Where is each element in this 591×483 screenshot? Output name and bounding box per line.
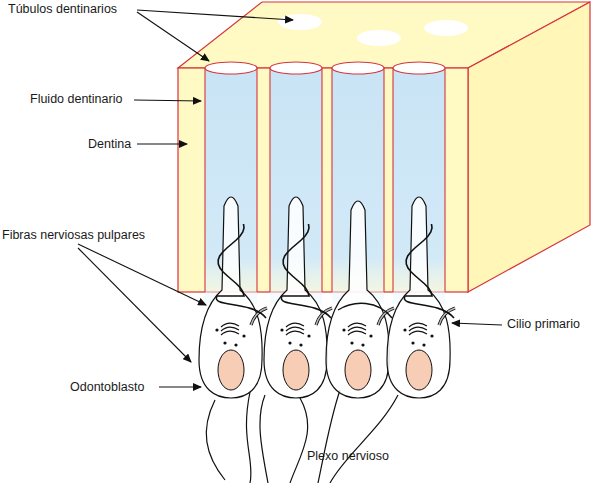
golgi bbox=[348, 327, 366, 331]
tubule-opening bbox=[393, 62, 445, 74]
odontoblast bbox=[199, 197, 262, 398]
nucleus bbox=[406, 350, 432, 390]
odontoblast bbox=[264, 197, 327, 398]
vesicle bbox=[215, 328, 218, 331]
tubule-wall bbox=[321, 68, 322, 292]
golgi bbox=[221, 323, 239, 327]
vesicle bbox=[350, 341, 353, 344]
label: Dentina bbox=[88, 138, 131, 152]
tubule-wall bbox=[331, 68, 332, 292]
label: Plexo nervioso bbox=[307, 450, 389, 464]
nucleus bbox=[283, 350, 309, 390]
vesicle bbox=[411, 341, 414, 344]
odontoblast bbox=[387, 197, 450, 398]
vesicle bbox=[430, 334, 433, 337]
tubule-opening bbox=[205, 62, 257, 74]
nerve-plexus bbox=[290, 398, 308, 483]
vesicle bbox=[299, 343, 302, 346]
tubule-wall bbox=[269, 68, 270, 292]
golgi bbox=[221, 331, 239, 335]
vesicle bbox=[403, 328, 406, 331]
tubule-opening bbox=[270, 62, 322, 74]
nerve-plexus bbox=[330, 395, 398, 483]
golgi bbox=[409, 323, 427, 327]
label: Túbulos dentinarios bbox=[8, 3, 117, 17]
vesicle bbox=[361, 343, 364, 346]
vesicle bbox=[307, 334, 310, 337]
tubule-wall bbox=[444, 68, 445, 292]
pulpal-nerve-fiber bbox=[404, 224, 454, 318]
pulpal-nerve-fiber bbox=[338, 303, 392, 318]
tubule-opening bbox=[278, 14, 322, 30]
golgi bbox=[286, 327, 304, 331]
tubule-opening bbox=[332, 62, 384, 74]
tubule-opening bbox=[357, 30, 401, 46]
pulpal-nerve-fiber bbox=[281, 224, 331, 318]
label: Fluido dentinario bbox=[30, 93, 122, 107]
golgi bbox=[409, 331, 427, 335]
vesicle bbox=[242, 334, 245, 337]
nerve-plexus bbox=[318, 390, 340, 483]
golgi bbox=[286, 323, 304, 327]
pulpal-nerve-fiber bbox=[216, 224, 266, 318]
tubule-wall bbox=[392, 68, 393, 292]
vesicle bbox=[342, 328, 345, 331]
golgi bbox=[409, 327, 427, 331]
leader-lines bbox=[78, 10, 502, 387]
vesicle bbox=[280, 328, 283, 331]
vesicle bbox=[234, 343, 237, 346]
label: Odontoblasto bbox=[70, 381, 144, 395]
vesicle bbox=[288, 341, 291, 344]
tubule-wall bbox=[383, 68, 384, 292]
odontoblast bbox=[326, 201, 389, 398]
tubule-wall bbox=[204, 68, 205, 292]
label: Fibras nerviosas pulpares bbox=[2, 229, 145, 243]
golgi bbox=[348, 331, 366, 335]
vesicle bbox=[223, 341, 226, 344]
nerve-plexus bbox=[206, 400, 225, 480]
dentin-side bbox=[468, 2, 590, 292]
golgi bbox=[348, 323, 366, 327]
golgi bbox=[221, 327, 239, 331]
nerve-plexus bbox=[246, 392, 251, 483]
nerve-plexus bbox=[260, 395, 268, 483]
nucleus bbox=[345, 350, 371, 390]
tubule-opening bbox=[424, 20, 468, 36]
vesicle bbox=[369, 334, 372, 337]
nucleus bbox=[218, 350, 244, 390]
tubule-wall bbox=[256, 68, 257, 292]
vesicle bbox=[422, 343, 425, 346]
label: Cilio primario bbox=[507, 318, 580, 332]
golgi bbox=[286, 331, 304, 335]
